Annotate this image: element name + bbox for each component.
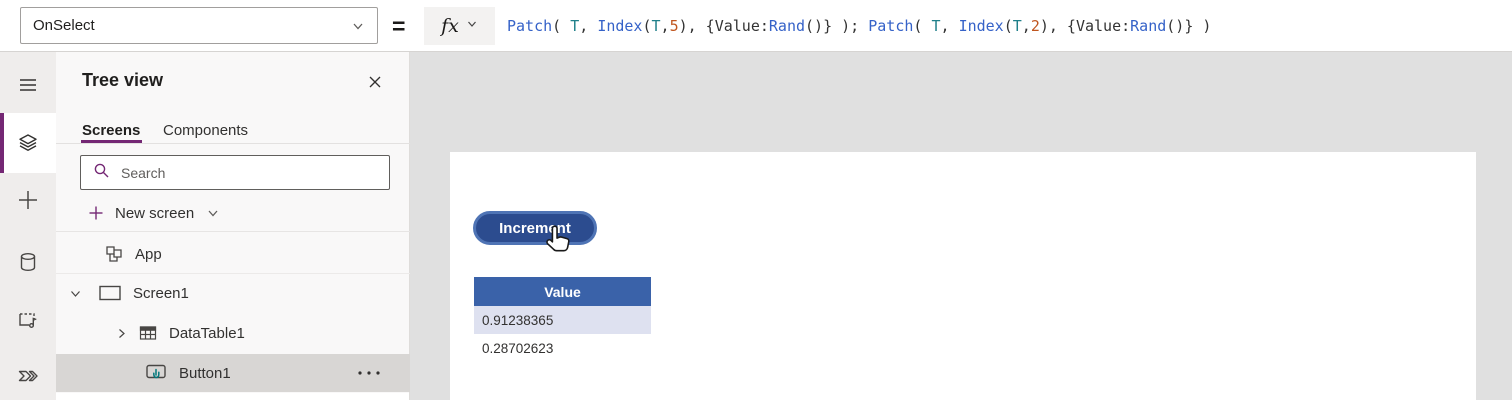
divider: [56, 231, 410, 232]
tree-view-icon[interactable]: [0, 121, 56, 165]
app-canvas[interactable]: Increment Value 0.91238365 0.28702623: [450, 152, 1476, 400]
button-icon: [144, 361, 168, 385]
panel-title: Tree view: [82, 70, 164, 90]
property-selector[interactable]: OnSelect: [20, 7, 378, 44]
data-table[interactable]: Value 0.91238365 0.28702623: [474, 277, 651, 362]
data-table-header[interactable]: Value: [474, 277, 651, 306]
tree-item-screen1[interactable]: Screen1: [56, 274, 410, 312]
formula-bar: OnSelect = fx Patch( T, Index(T,5), {Val…: [0, 0, 1512, 52]
more-options-icon[interactable]: [356, 369, 382, 377]
tree-view-panel: Tree view Screens Components New screen: [56, 52, 410, 400]
tab-screens[interactable]: Screens: [82, 122, 141, 139]
chevron-right-icon[interactable]: [114, 327, 128, 340]
fx-dropdown[interactable]: fx: [424, 7, 495, 45]
table-row[interactable]: 0.28702623: [482, 340, 554, 356]
tree-item-datatable1[interactable]: DataTable1: [56, 314, 410, 352]
plus-icon: [88, 205, 104, 221]
divider: [56, 273, 410, 274]
left-rail: [0, 52, 56, 400]
search-box[interactable]: [80, 155, 390, 190]
data-icon[interactable]: [0, 240, 56, 284]
chevron-down-icon: [206, 206, 220, 220]
search-input[interactable]: [119, 163, 381, 182]
chevron-down-icon[interactable]: [68, 287, 82, 300]
screen-icon: [98, 283, 122, 303]
selected-indicator: [0, 113, 4, 173]
tree-item-label: Screen1: [133, 284, 189, 302]
formula-text[interactable]: Patch( T, Index(T,5), {Value:Rand()} ); …: [507, 17, 1212, 35]
increment-button[interactable]: Increment: [473, 211, 597, 245]
table-row[interactable]: 0.91238365: [474, 306, 651, 334]
tree-item-label: Button1: [179, 364, 231, 382]
divider: [56, 143, 410, 144]
canvas-background: Increment Value 0.91238365 0.28702623: [410, 52, 1512, 400]
app-icon: [104, 244, 124, 264]
fx-label: fx: [441, 15, 459, 37]
active-tab-underline: [81, 140, 142, 143]
search-icon: [93, 162, 110, 184]
power-automate-icon[interactable]: [0, 354, 56, 398]
equals-sign: =: [392, 12, 406, 39]
media-icon[interactable]: [0, 298, 56, 342]
tree-item-button1[interactable]: Button1: [56, 354, 410, 392]
tree-item-label: DataTable1: [169, 324, 245, 342]
hamburger-menu-icon[interactable]: [0, 63, 56, 107]
datatable-icon: [138, 323, 158, 343]
tab-components[interactable]: Components: [163, 122, 249, 139]
tree-item-label: App: [135, 245, 162, 263]
new-screen-button[interactable]: New screen: [56, 198, 410, 228]
new-screen-label: New screen: [115, 204, 195, 222]
close-icon[interactable]: [367, 74, 383, 90]
tree-item-app[interactable]: App: [56, 235, 410, 273]
tree-panel-bottom-strip: [56, 393, 409, 400]
chevron-down-icon: [466, 17, 478, 35]
chevron-down-icon: [351, 19, 365, 33]
property-selector-value: OnSelect: [33, 17, 95, 34]
insert-plus-icon[interactable]: [0, 178, 56, 222]
